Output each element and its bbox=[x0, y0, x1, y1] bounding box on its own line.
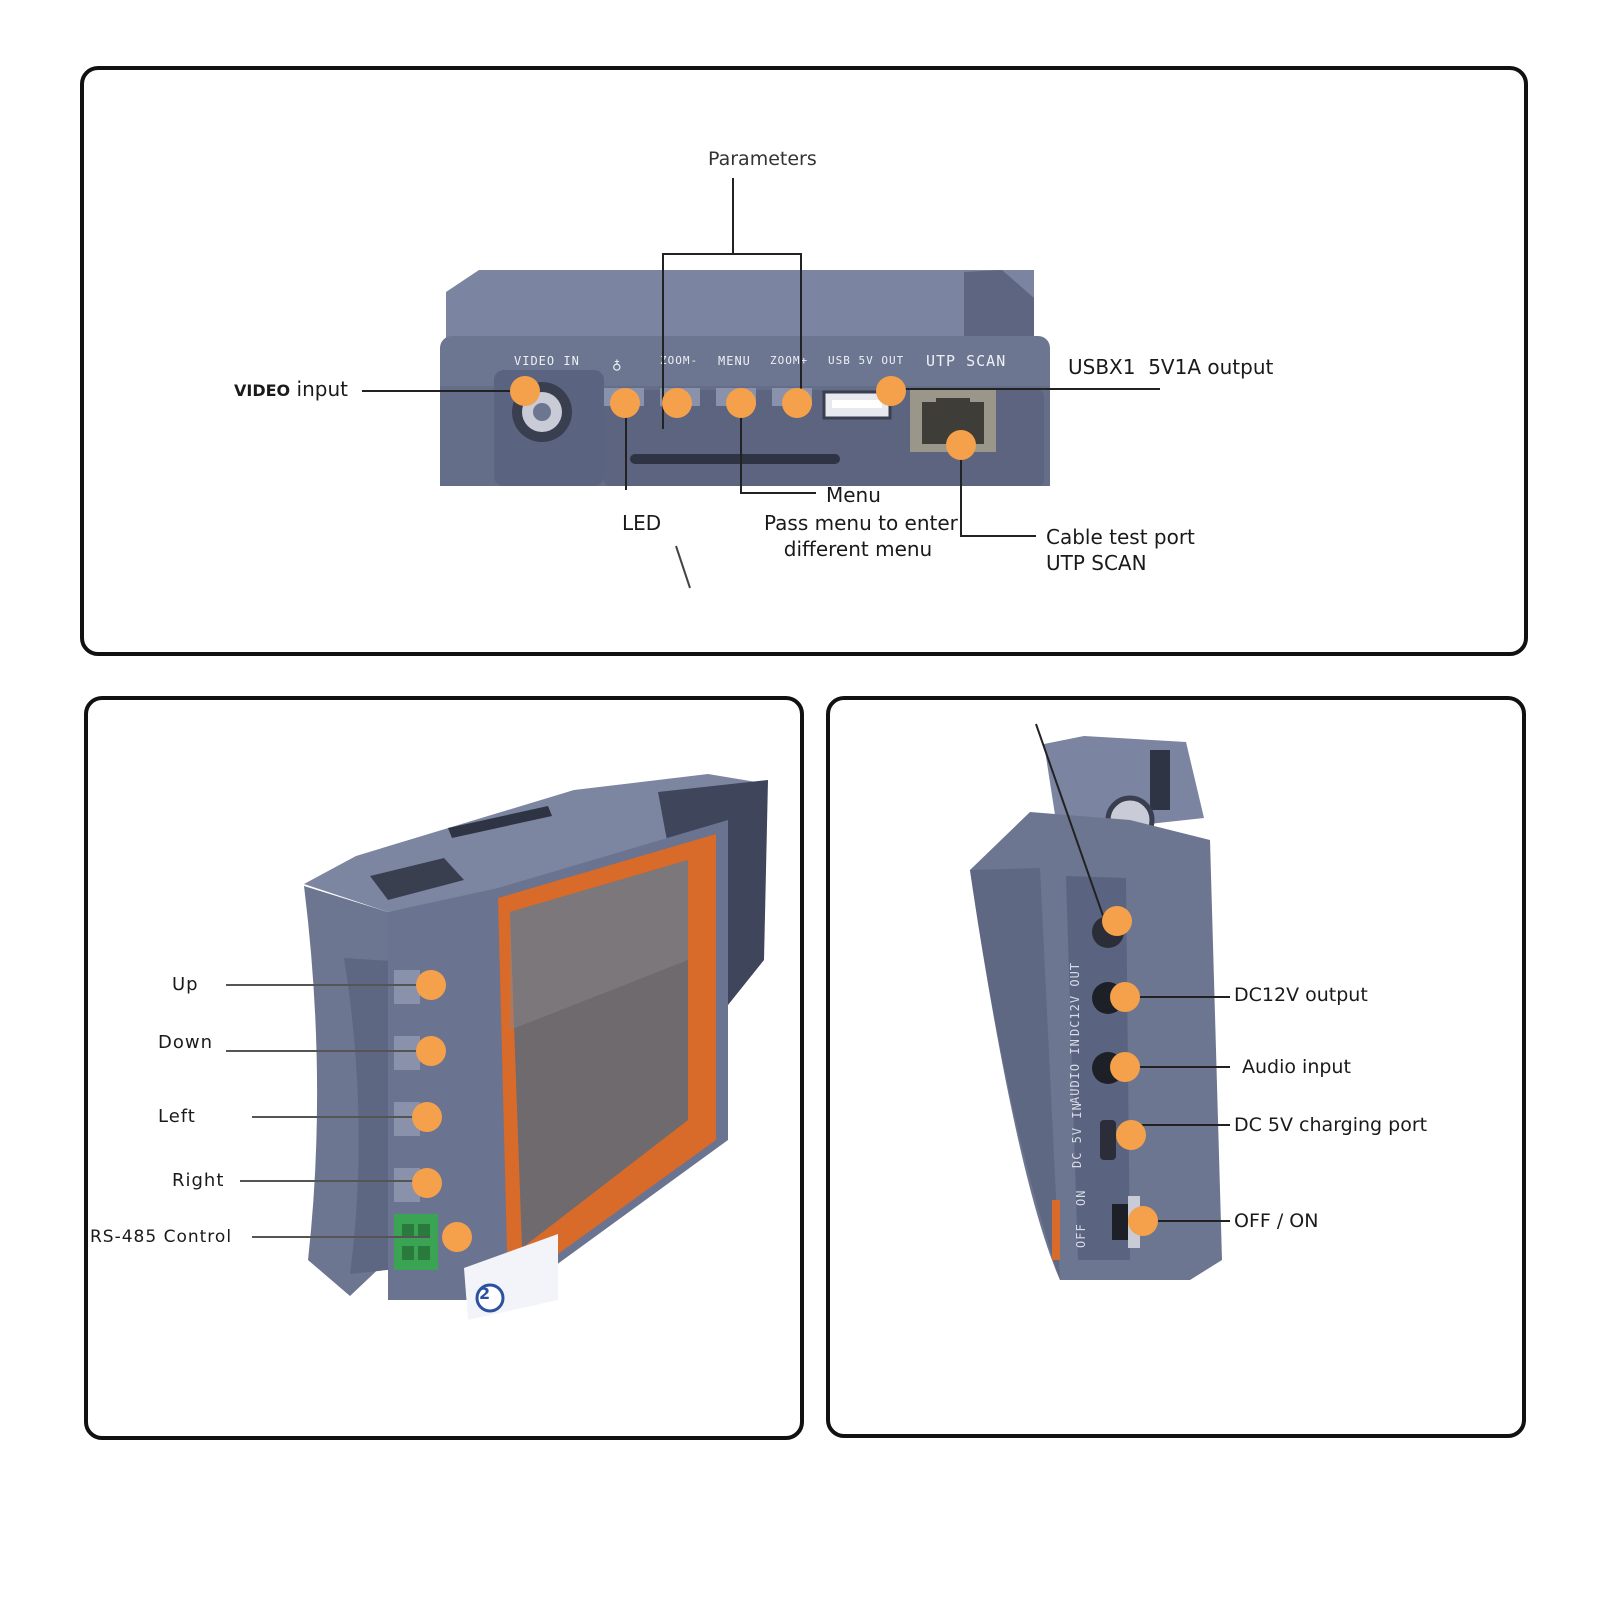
marker-video-in bbox=[510, 376, 540, 406]
marker-dc5v bbox=[1116, 1120, 1146, 1150]
line-led bbox=[625, 414, 627, 490]
line-dc5v bbox=[1130, 1124, 1230, 1126]
line-video-input bbox=[362, 390, 522, 392]
line-menu-h bbox=[740, 492, 816, 494]
label-video-rest: input bbox=[296, 377, 348, 401]
marker-led-side bbox=[1102, 906, 1132, 936]
marker-rs485 bbox=[442, 1222, 472, 1252]
left-side-device-illustration bbox=[304, 774, 768, 1320]
marker-menu bbox=[726, 388, 756, 418]
marker-right bbox=[412, 1168, 442, 1198]
line-usb-output bbox=[892, 388, 1160, 390]
line-down bbox=[226, 1050, 426, 1052]
label-dc12v-output: DC12V output bbox=[1234, 984, 1368, 1006]
marker-audio bbox=[1110, 1052, 1140, 1082]
label-parameters: Parameters bbox=[708, 148, 817, 170]
label-usb-output: USBX1 5V1A output bbox=[1068, 355, 1274, 379]
marker-zoom-plus bbox=[782, 388, 812, 418]
label-cable-test-line2: UTP SCAN bbox=[1046, 551, 1147, 575]
stamp-utp-scan: UTP SCAN bbox=[926, 352, 1007, 370]
line-off-on bbox=[1156, 1220, 1230, 1222]
label-left: Left bbox=[158, 1106, 196, 1127]
marker-dc12v bbox=[1110, 982, 1140, 1012]
line-left bbox=[252, 1116, 426, 1118]
label-dc5v-charging: DC 5V charging port bbox=[1234, 1114, 1428, 1136]
line-rs485 bbox=[252, 1236, 430, 1238]
line-right bbox=[240, 1180, 426, 1182]
stamp-zoom-plus: ZOOM+ bbox=[770, 354, 809, 367]
label-menu: Menu bbox=[826, 483, 881, 507]
marker-zoom-minus bbox=[662, 388, 692, 418]
line-cable-v bbox=[960, 454, 962, 536]
line-audio bbox=[1130, 1066, 1230, 1068]
marker-up bbox=[416, 970, 446, 1000]
label-menu-desc-line1: Pass menu to enter bbox=[764, 511, 958, 535]
line-parameters-right bbox=[800, 253, 802, 393]
stamp-off: OFF bbox=[1074, 1223, 1088, 1248]
stamp-audio-in: AUDIO IN bbox=[1068, 1038, 1082, 1104]
line-parameters-stem bbox=[732, 178, 734, 254]
stamp-menu: MENU bbox=[718, 354, 751, 368]
marker-usb bbox=[876, 376, 906, 406]
label-up: Up bbox=[172, 974, 199, 995]
label-video-input: VIDEO input bbox=[234, 376, 348, 404]
marker-left bbox=[412, 1102, 442, 1132]
label-menu-desc-line2: different menu bbox=[783, 537, 933, 561]
side-view-ports-panel: DC12V OUT AUDIO IN DC 5V IN ON OFF DC12V… bbox=[826, 696, 1526, 1438]
stamp-on: ON bbox=[1074, 1189, 1088, 1206]
line-dc12v bbox=[1130, 996, 1230, 998]
label-down: Down bbox=[158, 1032, 214, 1053]
top-view-panel: VIDEO IN ♁ ZOOM- MENU ZOOM+ USB 5V OUT U… bbox=[80, 66, 1528, 656]
stamp-dc5v-in: DC 5V IN bbox=[1070, 1102, 1084, 1168]
side-view-buttons-panel: 2 Up Down Left Right RS-485 Control bbox=[84, 696, 804, 1440]
line-menu-v bbox=[740, 414, 742, 494]
line-cable-h bbox=[960, 535, 1036, 537]
label-right: Right bbox=[172, 1170, 225, 1191]
line-parameters-bar bbox=[662, 253, 802, 255]
label-led: LED bbox=[622, 511, 662, 535]
line-up bbox=[226, 984, 426, 986]
marker-utp bbox=[946, 430, 976, 460]
label-rs485: RS-485 Control bbox=[90, 1227, 233, 1247]
stamp-video-in: VIDEO IN bbox=[514, 354, 580, 368]
label-cable-test-line1: Cable test port bbox=[1046, 525, 1195, 549]
label-video-bold: VIDEO bbox=[234, 381, 291, 400]
led-bulb-icon: ♁ bbox=[612, 355, 623, 374]
marker-down bbox=[416, 1036, 446, 1066]
marker-led bbox=[610, 388, 640, 418]
marker-off-on bbox=[1128, 1206, 1158, 1236]
stamp-usb-out: USB 5V OUT bbox=[828, 354, 905, 367]
right-side-device-illustration bbox=[970, 723, 1222, 1280]
stamp-zoom-minus: ZOOM- bbox=[660, 354, 699, 367]
line-parameters-left bbox=[662, 253, 664, 429]
stamp-dc12v-out: DC12V OUT bbox=[1068, 961, 1082, 1036]
sticker-number-text: 2 bbox=[479, 1284, 491, 1303]
label-audio-input: Audio input bbox=[1242, 1056, 1351, 1078]
label-off-on: OFF / ON bbox=[1234, 1210, 1319, 1232]
